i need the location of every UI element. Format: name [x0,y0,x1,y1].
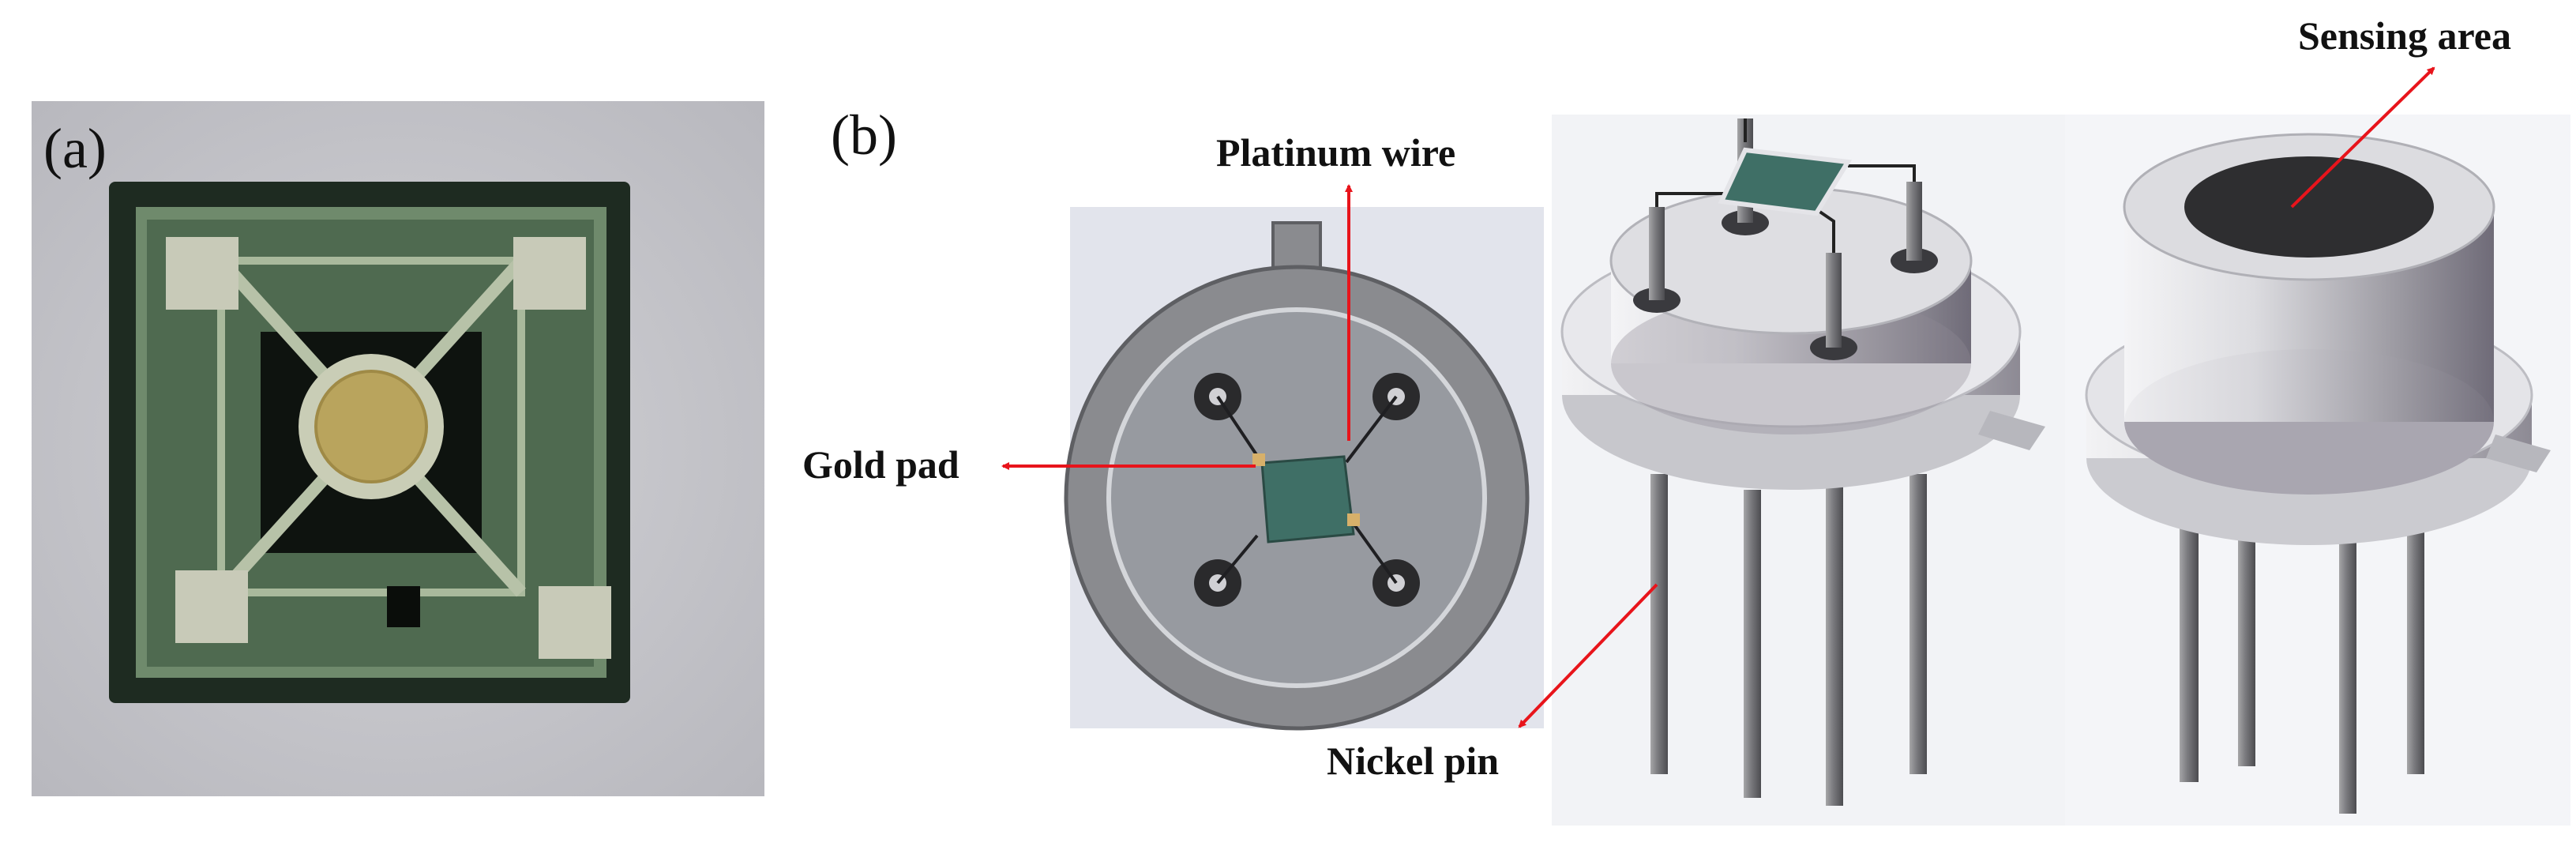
gold-pad-1 [1252,453,1265,466]
sensing-area-label: Sensing area [2298,13,2511,58]
callout-platinum-wire: Platinum wire [1216,130,1455,441]
callout-gold-pad: Gold pad [802,442,1256,487]
chip-die [109,182,630,703]
nickel-pin-arrow [1518,583,1658,728]
sensor-chip-top [1260,455,1355,543]
gold-pad-2 [1347,513,1360,526]
nickel-pins-middle [1650,474,1927,806]
sensing-area-arrow [2290,66,2435,209]
platinum-wires [1216,395,1398,585]
platinum-wire-label: Platinum wire [1216,130,1455,175]
panel-b-label: (b) [831,103,897,167]
sensor-chip-3d [1718,147,1853,216]
chip-opening [387,586,420,627]
panel-b: (b) [802,13,2570,826]
bond-pad-bottom-left [175,570,248,643]
capped-sensor [2065,115,2570,826]
nickel-pins-right [2180,490,2424,814]
nickel-pin-label: Nickel pin [1327,739,1499,783]
panel-a: (a) [32,101,764,796]
bond-pad-top-left [166,237,238,310]
panel-a-label: (a) [43,117,107,180]
bond-pad-bottom-right [539,586,611,659]
callout-nickel-pin: Nickel pin [1327,583,1658,783]
bond-pad-top-right [513,237,586,310]
bond-wires-3d [1655,118,1916,253]
callout-sensing-area: Sensing area [2290,13,2511,209]
gold-pad-label: Gold pad [802,442,959,487]
header-3d-open [1552,115,2065,826]
sensing-window [2184,156,2434,258]
